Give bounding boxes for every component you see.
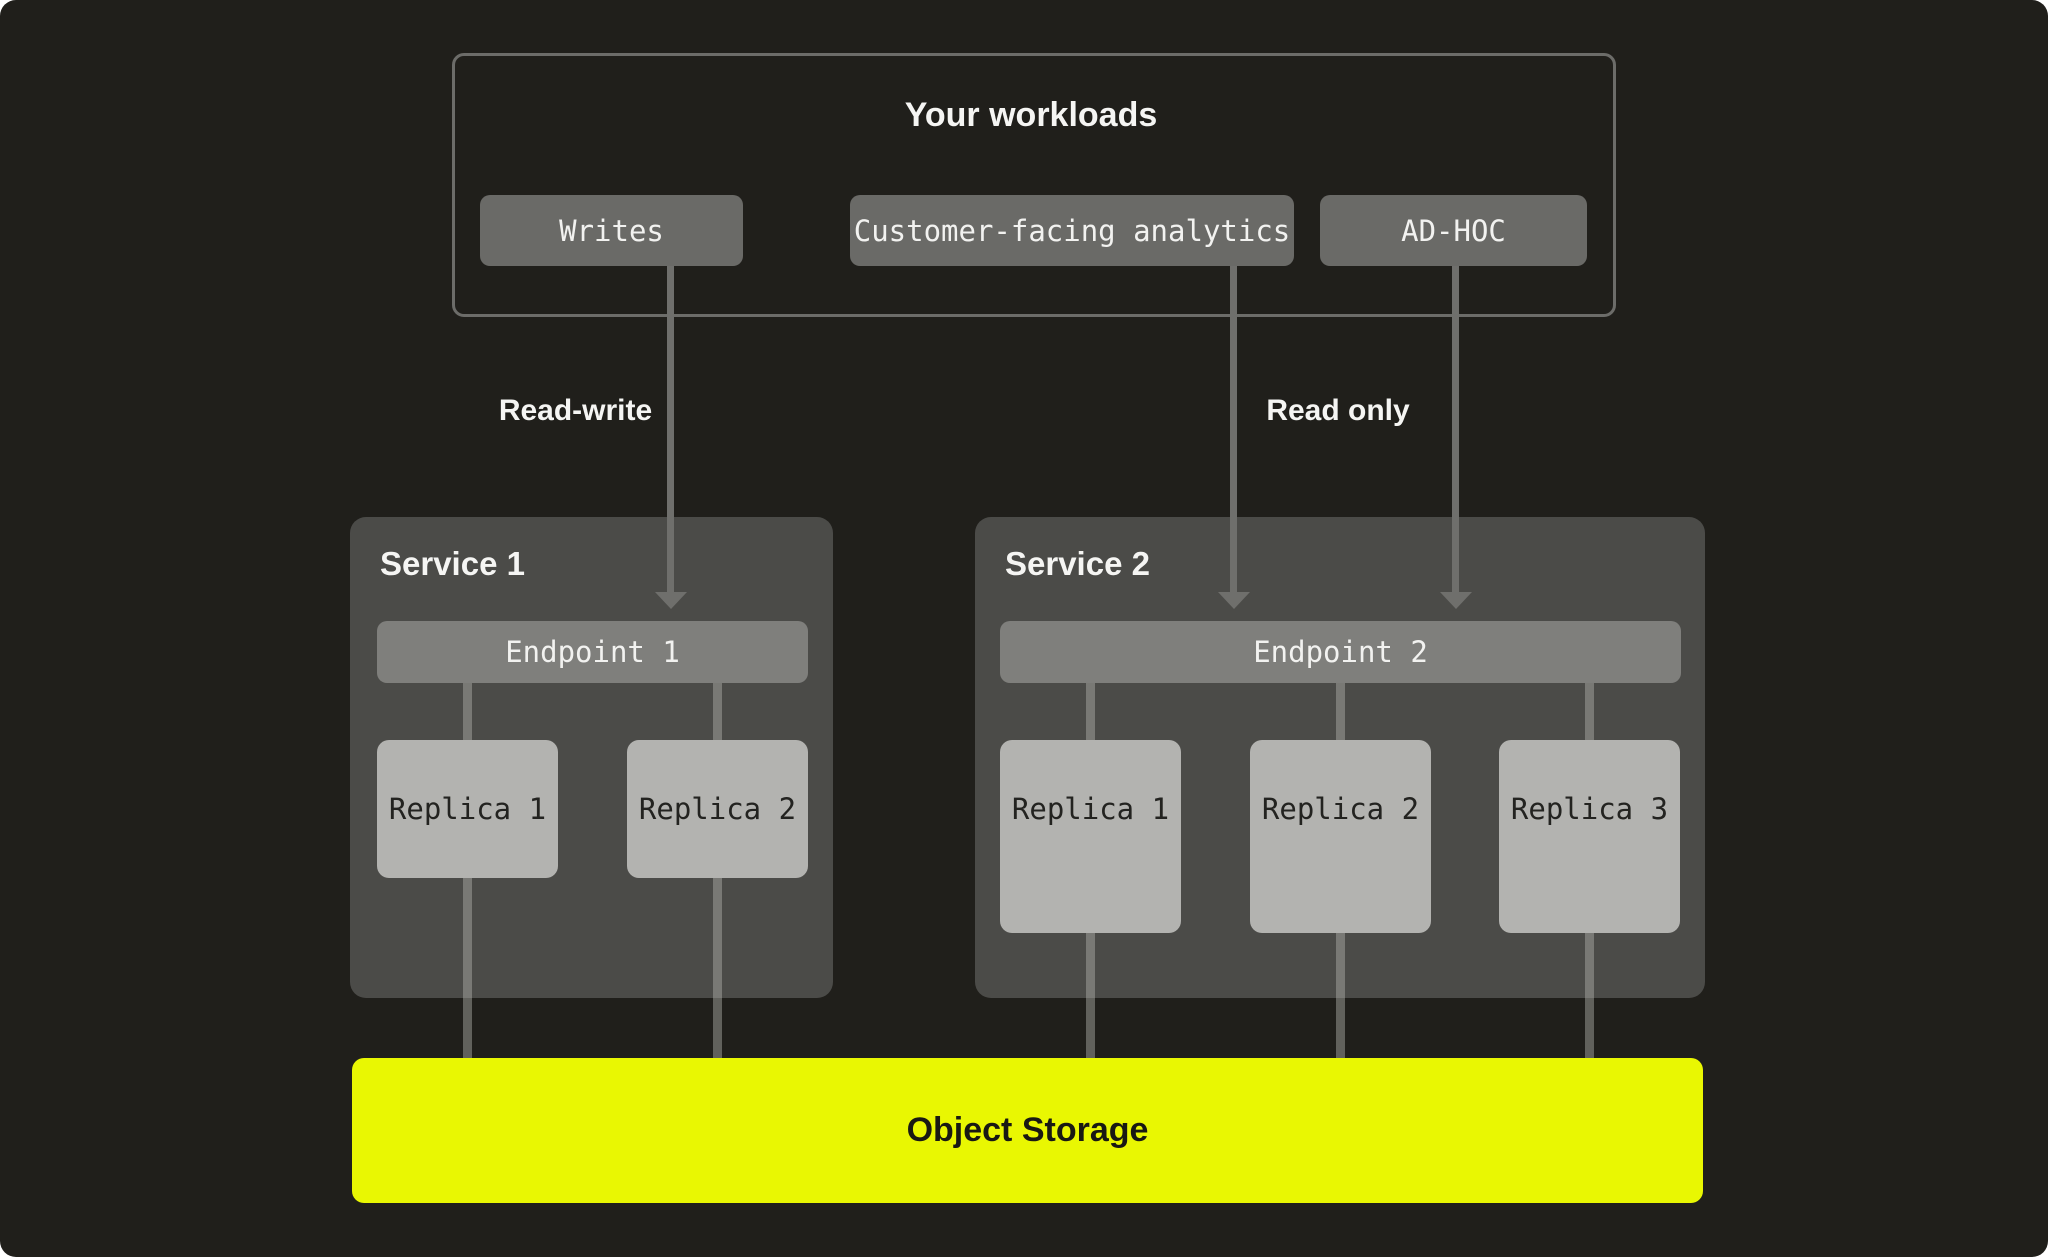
edge-label-read-write: Read-write: [498, 394, 653, 427]
arrow-head-icon: [1440, 592, 1472, 609]
arrow-head-icon: [1218, 592, 1250, 609]
object-storage-bar: Object Storage: [352, 1058, 1703, 1203]
object-storage-label: Object Storage: [906, 1111, 1149, 1149]
service-2-endpoint-label: Endpoint 2: [1253, 635, 1428, 669]
service-2-replica-2: Replica 2: [1250, 740, 1431, 933]
service-2-endpoint: Endpoint 2: [1000, 621, 1681, 683]
arrow-line-adhoc: [1452, 266, 1459, 594]
workload-chip-adhoc-label: AD-HOC: [1401, 213, 1506, 248]
workload-chip-writes-label: Writes: [559, 213, 664, 248]
replica-label: Replica 2: [1261, 792, 1420, 826]
workload-chip-writes: Writes: [480, 195, 743, 266]
service-1-title: Service 1: [380, 545, 525, 582]
edge-label-read-only: Read only: [1266, 394, 1410, 427]
service-1-endpoint: Endpoint 1: [377, 621, 808, 683]
replica-label: Replica 1: [1011, 792, 1170, 826]
replica-label: Replica 3: [1510, 792, 1669, 826]
workloads-title: Your workloads: [904, 96, 1158, 134]
arrow-line-writes: [667, 266, 674, 594]
service-2-replica-1: Replica 1: [1000, 740, 1181, 933]
workloads-group-box: [452, 53, 1616, 317]
workload-chip-ad-hoc: AD-HOC: [1320, 195, 1587, 266]
workload-chip-analytics-label: Customer-facing analytics: [853, 213, 1291, 248]
service-2-title: Service 2: [1005, 545, 1150, 582]
arrow-line-analytics: [1230, 266, 1237, 594]
service-2-replica-3: Replica 3: [1499, 740, 1680, 933]
service-1-replica-2: Replica 2: [627, 740, 808, 878]
service-1-endpoint-label: Endpoint 1: [505, 635, 680, 669]
arrow-head-icon: [655, 592, 687, 609]
service-1-replica-1: Replica 1: [377, 740, 558, 878]
replica-label: Replica 2: [638, 792, 797, 826]
workload-chip-customer-facing-analytics: Customer-facing analytics: [850, 195, 1294, 266]
replica-label: Replica 1: [388, 792, 547, 826]
